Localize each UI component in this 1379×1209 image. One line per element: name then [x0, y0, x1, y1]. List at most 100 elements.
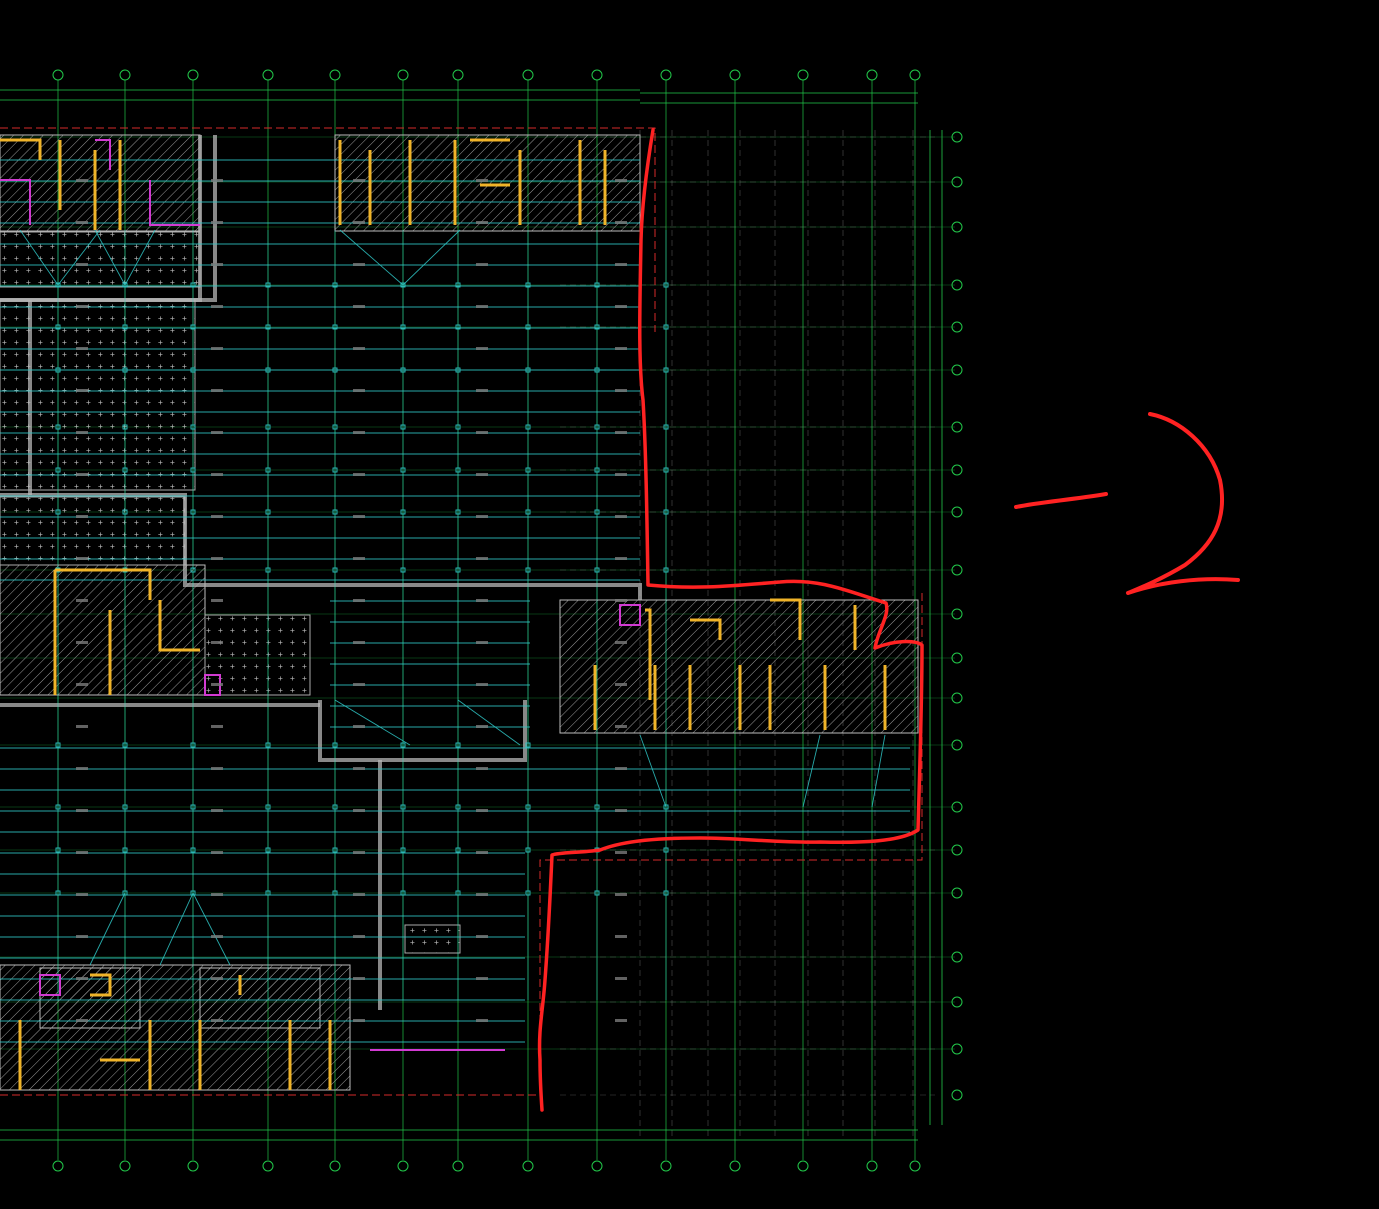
axis-bubble-right: [951, 131, 963, 143]
joist-node: [663, 509, 669, 515]
span-tag: [353, 557, 365, 560]
joist-node: [190, 467, 196, 473]
magenta-detail: [0, 179, 31, 225]
joist-node: [122, 467, 128, 473]
joist-node: [265, 282, 271, 288]
joist-node: [663, 282, 669, 288]
span-tag: [76, 473, 88, 476]
joist-node: [332, 847, 338, 853]
joist-node: [455, 742, 461, 748]
axis-bubble-right: [951, 608, 963, 620]
joist-node: [265, 424, 271, 430]
joist-node: [525, 324, 531, 330]
span-tag: [211, 809, 223, 812]
span-tag: [76, 179, 88, 182]
axis-bubble-bottom: [329, 1160, 341, 1172]
axis-bubble-bottom: [522, 1160, 534, 1172]
axis-bubble-right: [951, 564, 963, 576]
joist-node: [455, 424, 461, 430]
span-tag: [353, 221, 365, 224]
joist-node: [332, 567, 338, 573]
wall-segment: [770, 598, 802, 640]
joist-node: [594, 367, 600, 373]
taper-line: [457, 699, 521, 746]
axis-bubble-right: [951, 421, 963, 433]
joist-node: [190, 509, 196, 515]
span-tag: [615, 473, 627, 476]
joist-node: [332, 804, 338, 810]
span-tag: [76, 221, 88, 224]
axis-bubble-bottom: [729, 1160, 741, 1172]
axis-bubble-top: [397, 69, 409, 81]
span-tag: [476, 683, 488, 686]
span-tag: [353, 725, 365, 728]
axis-bubble-right: [951, 506, 963, 518]
span-tag: [615, 557, 627, 560]
span-tag: [353, 851, 365, 854]
magenta-detail: [204, 674, 221, 696]
joist-node: [55, 742, 61, 748]
span-tag: [211, 221, 223, 224]
joist-node: [400, 367, 406, 373]
span-tag: [211, 977, 223, 980]
span-tag: [476, 221, 488, 224]
axis-bubble-right: [951, 176, 963, 188]
span-tag: [76, 809, 88, 812]
joist-node: [594, 567, 600, 573]
joist-node: [122, 282, 128, 288]
joist-node: [594, 282, 600, 288]
joist-node: [332, 367, 338, 373]
joist-node: [400, 742, 406, 748]
span-tag: [76, 683, 88, 686]
joist-node: [265, 324, 271, 330]
axis-bubble-top: [797, 69, 809, 81]
axis-bubble-bottom: [909, 1160, 921, 1172]
taper-line: [802, 734, 821, 808]
joist-node: [55, 424, 61, 430]
span-tag: [353, 977, 365, 980]
span-tag: [615, 599, 627, 602]
span-tag: [211, 599, 223, 602]
span-tag: [76, 263, 88, 266]
joist-node: [400, 467, 406, 473]
joist-node: [455, 467, 461, 473]
joist-node: [55, 804, 61, 810]
joist-node: [455, 804, 461, 810]
joist-node: [525, 890, 531, 896]
slab-edge: [0, 493, 642, 600]
taper-line: [19, 229, 59, 286]
joist-node: [332, 509, 338, 515]
span-tag: [211, 389, 223, 392]
axis-bubble-right: [951, 464, 963, 476]
span-tag: [211, 935, 223, 938]
span-tag: [353, 599, 365, 602]
axis-bubble-right: [951, 801, 963, 813]
span-tag: [353, 515, 365, 518]
span-tag: [211, 263, 223, 266]
joist-node: [265, 509, 271, 515]
span-tag: [615, 1019, 627, 1022]
span-tag: [615, 221, 627, 224]
magenta-detail: [149, 180, 200, 226]
span-tag: [353, 431, 365, 434]
axis-bubble-bottom: [119, 1160, 131, 1172]
wall-segment: [690, 618, 722, 640]
span-tag: [476, 893, 488, 896]
hatched-core: [334, 134, 641, 232]
joist-node: [525, 367, 531, 373]
span-tag: [476, 263, 488, 266]
axis-bubble-bottom: [397, 1160, 409, 1172]
joist-node: [55, 509, 61, 515]
joist-node: [122, 804, 128, 810]
span-tag: [353, 389, 365, 392]
span-tag: [211, 431, 223, 434]
joist-node: [525, 424, 531, 430]
boundary-line: [0, 127, 656, 332]
dotted-slab: [0, 299, 196, 491]
span-tag: [211, 179, 223, 182]
joist-node: [332, 424, 338, 430]
joist-node: [190, 424, 196, 430]
span-tag: [76, 641, 88, 644]
joist-node: [122, 424, 128, 430]
wall-segment: [158, 600, 200, 652]
